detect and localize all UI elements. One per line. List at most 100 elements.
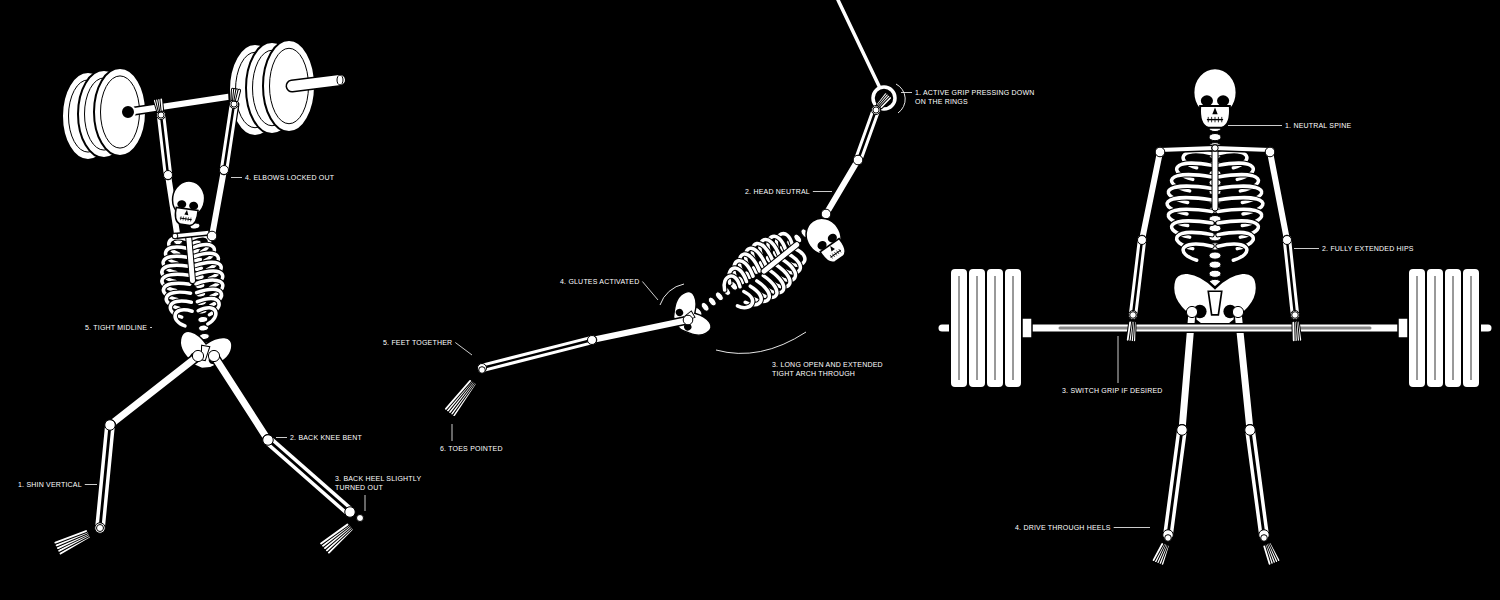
bone (1215, 148, 1270, 150)
tooth (185, 217, 187, 221)
toe-base (357, 515, 364, 522)
bone-edge (158, 115, 165, 175)
indicator-arcs (660, 84, 905, 353)
callout-label: 1. SHIN VERTICAL (18, 480, 82, 489)
bone-joint (263, 435, 274, 446)
callout-label: 2. HEAD NEUTRAL (745, 187, 810, 196)
leader-line (813, 191, 832, 192)
barbell-hub (121, 105, 135, 119)
finger-edge (881, 98, 890, 107)
bone-edge (270, 438, 352, 510)
leader-line (1118, 336, 1119, 383)
bone (1171, 430, 1185, 535)
rib (719, 274, 741, 296)
bone-joint (1176, 424, 1187, 435)
bone-edge (221, 104, 231, 170)
bone-joint (587, 335, 597, 345)
eye-socket (1201, 95, 1213, 106)
bone-joint (262, 434, 273, 445)
leader-line (1114, 527, 1150, 528)
bone (592, 320, 688, 340)
callout-label: 4. ELBOWS LOCKED OUT (245, 173, 334, 182)
finger-base (1292, 312, 1299, 319)
finger (161, 99, 162, 110)
bone-joint (853, 155, 863, 165)
weight-plate (950, 268, 968, 388)
rib (733, 290, 755, 312)
sleeve-end (337, 75, 343, 85)
indicator-arc (660, 284, 684, 305)
bone-joint (1244, 424, 1255, 435)
jaw (174, 207, 198, 226)
callout-label: 4. DRIVE THROUGH HEELS (1015, 523, 1111, 532)
sacrum (1208, 291, 1221, 315)
plate-rim (1013, 276, 1014, 380)
bone (861, 111, 879, 161)
plate-rim (1417, 276, 1418, 380)
bone (1142, 152, 1160, 240)
finger (237, 90, 239, 100)
rib-edge (719, 274, 741, 296)
bone-edge (1215, 148, 1270, 150)
rib (1183, 244, 1212, 260)
bone-joint (1291, 311, 1300, 320)
bone (212, 170, 224, 236)
finger-edge (237, 90, 239, 100)
toe (55, 531, 86, 542)
indicator-arc (716, 332, 806, 353)
rib-edge (198, 307, 217, 325)
vertebra (1209, 134, 1221, 141)
finger (1128, 322, 1130, 339)
tooth (180, 216, 182, 220)
toe (321, 525, 347, 544)
leader-line (452, 424, 453, 441)
tooth (830, 255, 832, 258)
rib-edge (175, 309, 194, 327)
pelvis-bone (664, 289, 713, 344)
nose (184, 210, 189, 216)
pelvis-hole (674, 307, 684, 317)
ring-swing-skeleton (446, 0, 895, 415)
bone (1270, 152, 1287, 240)
tooth (1218, 117, 1219, 122)
tooth (190, 218, 192, 222)
leader-line (365, 495, 366, 511)
toe-base (479, 367, 486, 374)
callout-label: 5. FEET TOGETHER (383, 338, 452, 347)
bone-joint (478, 364, 487, 373)
bone (270, 438, 352, 510)
tooth (837, 251, 839, 254)
bone-joint (821, 209, 831, 219)
leader-line (455, 343, 472, 356)
toe-edge (321, 525, 347, 544)
strap (838, 0, 879, 86)
sternum (185, 232, 195, 284)
bone-edge (1253, 430, 1267, 535)
bone-edge (1270, 152, 1287, 240)
barbell-sleeve (292, 80, 340, 86)
bone-edge (1142, 152, 1160, 240)
eye-socket (177, 200, 187, 209)
weight-plate (986, 268, 1004, 388)
bone-joint (192, 350, 203, 361)
callout-label: 5. TIGHT MIDLINE (85, 323, 147, 332)
plate-rim (1471, 276, 1472, 380)
sternum (1212, 145, 1218, 211)
bone-joint (1177, 425, 1188, 436)
bone-joint (172, 233, 178, 239)
bone-joint (345, 507, 356, 518)
bone-joint (1212, 145, 1218, 151)
bone-edge (214, 356, 268, 440)
leader-line (85, 484, 97, 485)
toe-base (1261, 535, 1268, 542)
toe-edge (446, 381, 470, 409)
toe-edge (1264, 546, 1269, 563)
weight-plate (1462, 268, 1480, 388)
bone (826, 160, 858, 214)
bone (1290, 240, 1298, 315)
plate-rim (959, 276, 960, 380)
bone-edge (110, 356, 198, 425)
plate-rim (101, 76, 140, 148)
barbell-edge (292, 80, 340, 86)
nose (828, 245, 834, 252)
